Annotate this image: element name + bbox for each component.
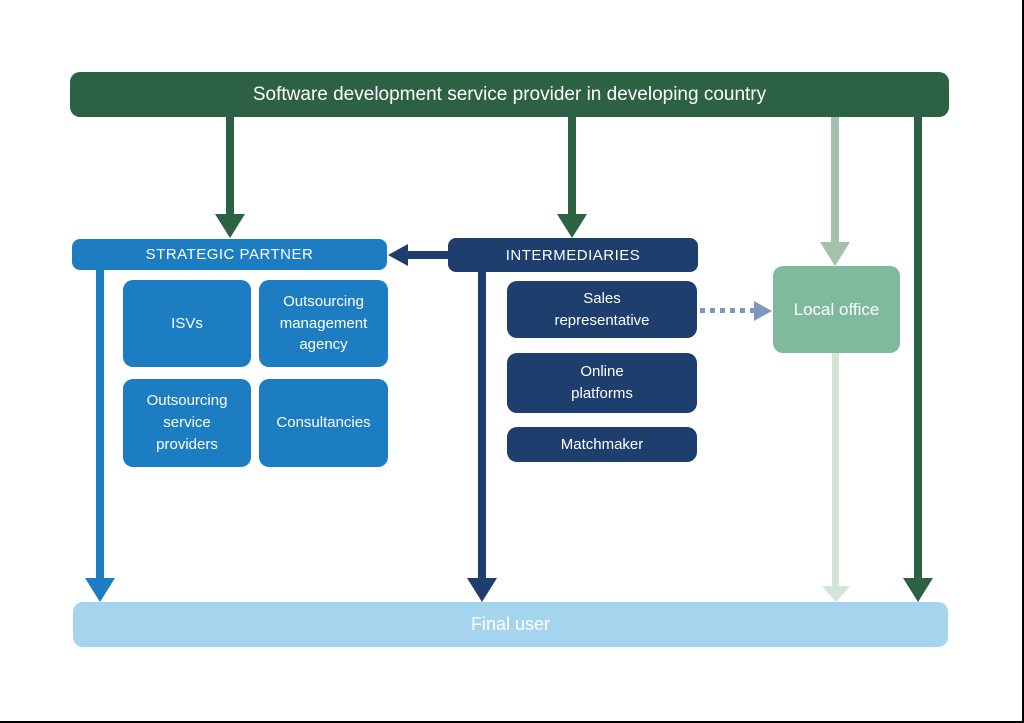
strategic-item-outsourcing-service-providers: Outsourcing service providers [123, 379, 251, 467]
intermediaries-item-sales-representative: Sales representative [507, 281, 697, 338]
provider-label: Software development service provider in… [252, 83, 767, 105]
intermediaries-item-matchmaker: Matchmaker [507, 427, 697, 462]
strategic-item-label: Outsourcing management agency [279, 292, 368, 354]
intermediaries-item-online-platforms: Online platforms [507, 353, 697, 413]
intermediaries-item-label: Online platforms [571, 363, 633, 402]
strategic-item-outsourcing-management-agency: Outsourcing management agency [259, 280, 388, 367]
final-user-box: Final user [73, 602, 948, 647]
intermediaries-item-label: Sales representative [554, 289, 650, 329]
strategic-item-label: ISVs [171, 314, 203, 332]
strategic-partner-header: STRATEGIC PARTNER [72, 239, 387, 270]
intermediaries-label: INTERMEDIARIES [505, 246, 641, 264]
strategic-item-consultancies: Consultancies [259, 379, 388, 467]
strategic-item-label: Outsourcing service providers [146, 392, 228, 453]
strategic-item-isvs: ISVs [123, 280, 251, 367]
final-user-label: Final user [470, 614, 551, 634]
strategic-partner-label: STRATEGIC PARTNER [145, 246, 314, 263]
intermediaries-item-label: Matchmaker [560, 435, 644, 453]
local-office-box: Local office [773, 266, 900, 353]
provider-box: Software development service provider in… [70, 72, 949, 117]
local-office-label: Local office [793, 299, 880, 319]
strategic-item-label: Consultancies [276, 414, 371, 432]
intermediaries-header: INTERMEDIARIES [448, 238, 698, 272]
